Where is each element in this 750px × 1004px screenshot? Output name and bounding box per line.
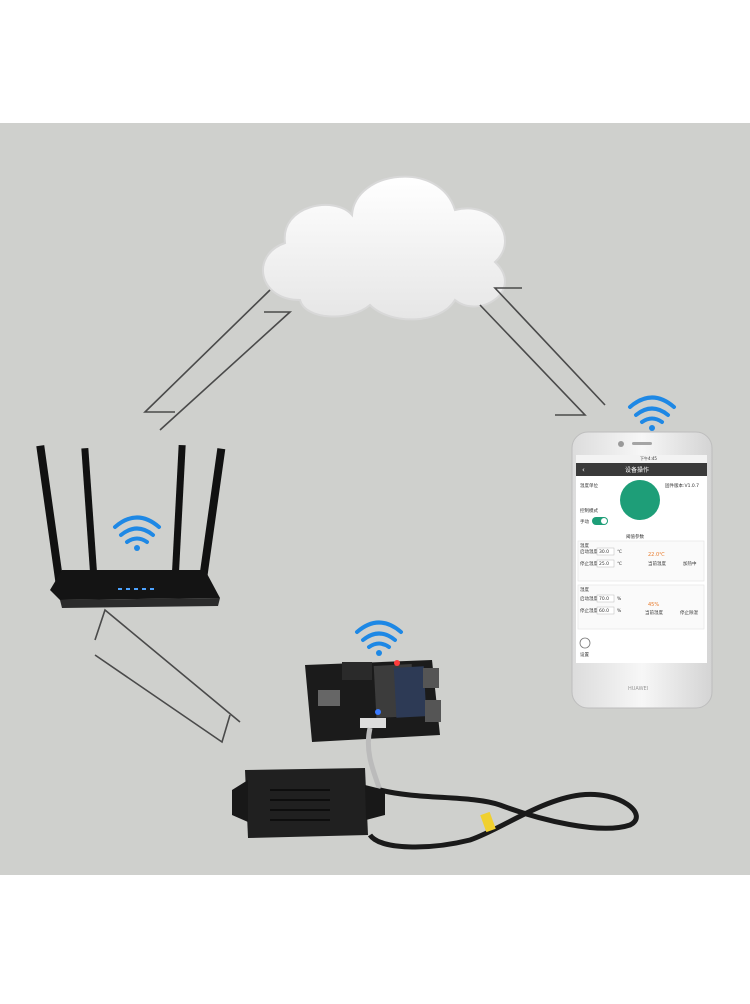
control-mode-label: 控制模式 xyxy=(580,507,598,514)
back-icon[interactable]: ‹ xyxy=(582,466,585,474)
app-title: 设备操作 xyxy=(625,466,649,474)
wifi-icon-router xyxy=(113,515,161,551)
current-temp-label: 当前温度 xyxy=(648,560,666,567)
current-temp: 22.0℃ xyxy=(648,552,665,558)
dehum-label: 停止除湿 xyxy=(680,609,698,616)
status-time: 下午4:45 xyxy=(640,455,657,461)
start-hum-value[interactable]: 70.0 xyxy=(599,596,609,602)
controller-board xyxy=(305,660,441,742)
stop-temp-value[interactable]: 25.0 xyxy=(599,561,609,567)
heat-label: 加热中 xyxy=(683,560,697,567)
stop-hum-unit: % xyxy=(617,608,622,614)
start-temp-value[interactable]: 30.0 xyxy=(599,549,609,555)
thresholds-header: 阈值参数 xyxy=(626,533,644,540)
phone-brand: HUAWEI xyxy=(628,686,648,692)
temperature-section: 温度 xyxy=(580,542,589,549)
cloud-icon xyxy=(261,175,506,321)
sensor-cable xyxy=(365,727,639,850)
phone-screen: 下午4:45 设备操作 ‹ 固件版本:V1.0.7 温度单位 控制模式 手动 阈… xyxy=(577,455,705,692)
arrow-router-cloud xyxy=(143,289,293,431)
stop-temp-unit: ℃ xyxy=(617,561,622,567)
current-hum: 45% xyxy=(648,602,659,608)
settings-icon[interactable] xyxy=(579,637,591,649)
temp-unit-label: 温度单位 xyxy=(580,482,598,489)
wifi-icon-board xyxy=(355,620,403,656)
firmware-label: 固件版本:V1.0.7 xyxy=(665,482,699,489)
wifi-icon-phone xyxy=(628,395,676,431)
start-hum-unit: % xyxy=(617,596,622,602)
auto-label: 手动 xyxy=(580,518,589,525)
start-hum-label: 启动湿度 xyxy=(580,595,598,602)
status-circle xyxy=(620,480,660,520)
stop-hum-label: 停止湿度 xyxy=(580,607,598,614)
stop-temp-label: 停止温度 xyxy=(580,560,598,567)
arrow-cloud-phone xyxy=(479,287,606,416)
start-temp-label: 启动温度 xyxy=(580,548,598,555)
humidity-sensor xyxy=(232,768,385,838)
router xyxy=(36,444,226,608)
settings-label: 设置 xyxy=(580,651,589,658)
humidity-section: 湿度 xyxy=(580,586,589,593)
start-temp-unit: ℃ xyxy=(617,549,622,555)
arrow-router-board xyxy=(94,608,241,744)
stop-hum-value[interactable]: 60.0 xyxy=(599,608,609,614)
current-hum-label: 当前湿度 xyxy=(645,609,663,616)
